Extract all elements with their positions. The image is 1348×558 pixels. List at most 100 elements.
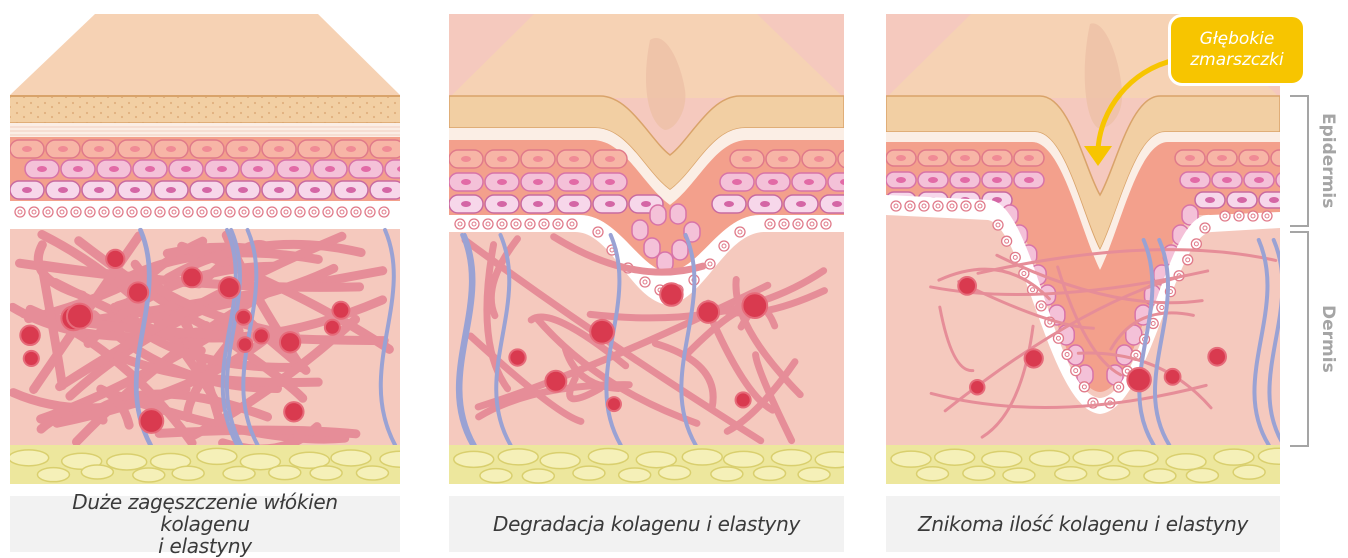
- basal-cell: [719, 241, 729, 251]
- fat-cell: [1003, 468, 1035, 482]
- cell-nucleus: [461, 179, 471, 185]
- cell-nucleus: [569, 156, 579, 162]
- cell-nucleus: [22, 146, 32, 152]
- skin-cell: [828, 173, 862, 191]
- cell-nucleus: [145, 166, 155, 172]
- fat-cell: [711, 467, 743, 481]
- fibroblast: [238, 337, 253, 352]
- basal-cell: [961, 201, 971, 211]
- cell-nucleus: [832, 201, 842, 207]
- caption-panel-1: Duże zagęszczenie włókien kolagenu i ela…: [10, 496, 400, 552]
- cell-nucleus: [1222, 177, 1232, 183]
- basal-cell: [309, 207, 319, 217]
- skin-cell: [632, 220, 648, 240]
- cell-nucleus: [1249, 155, 1259, 161]
- fibroblast: [1208, 348, 1226, 366]
- basal-cell: [141, 207, 151, 217]
- basal-cell: [225, 207, 235, 217]
- dermis-label: Dermis: [1314, 232, 1342, 446]
- basal-cell: [281, 207, 291, 217]
- fat-cell: [1073, 450, 1113, 466]
- basal-cell: [1002, 236, 1012, 246]
- basal-cell: [1183, 255, 1193, 265]
- cell-nucleus: [94, 146, 104, 152]
- cell-nucleus: [1254, 177, 1264, 183]
- basal-cell: [71, 207, 81, 217]
- caption-panel-1-line-1: Duże zagęszczenie włókien kolagenu: [24, 491, 386, 535]
- basal-cell: [705, 259, 715, 269]
- fibroblast: [509, 349, 525, 365]
- epidermis-bracket: [1290, 96, 1308, 226]
- collagen-fiber: [159, 430, 356, 434]
- cell-nucleus: [361, 166, 371, 172]
- basal-cell: [323, 207, 333, 217]
- cell-nucleus: [778, 156, 788, 162]
- cell-nucleus: [310, 187, 320, 193]
- fat-cell: [619, 468, 651, 482]
- cell-nucleus: [768, 179, 778, 185]
- basal-cell: [155, 207, 165, 217]
- cell-nucleus: [37, 166, 47, 172]
- cell-nucleus: [850, 156, 860, 162]
- basal-cell: [379, 207, 389, 217]
- basal-cell: [1262, 211, 1272, 221]
- fat-cell: [310, 466, 342, 480]
- basal-cell: [905, 201, 915, 211]
- skin-cell: [385, 160, 419, 178]
- fibroblast: [697, 301, 719, 323]
- basal-cell: [469, 219, 479, 229]
- basal-cell: [197, 207, 207, 217]
- fat-cell: [1214, 449, 1254, 465]
- cell-nucleus: [742, 156, 752, 162]
- cell-nucleus: [166, 146, 176, 152]
- cell-nucleus: [1217, 155, 1227, 161]
- cell-nucleus: [274, 187, 284, 193]
- cell-nucleus: [289, 166, 299, 172]
- cell-nucleus: [1190, 177, 1200, 183]
- fibroblast: [325, 320, 340, 335]
- fat-cell: [1186, 468, 1218, 482]
- basal-cell: [735, 227, 745, 237]
- basal-cell: [1200, 223, 1210, 233]
- epidermis-label: Epidermis: [1314, 96, 1342, 226]
- fat-cell: [573, 466, 605, 480]
- cell-nucleus: [130, 146, 140, 152]
- cell-nucleus: [109, 166, 119, 172]
- cell-nucleus: [928, 155, 938, 161]
- cell-nucleus: [1024, 177, 1034, 183]
- cell-nucleus: [760, 201, 770, 207]
- cell-nucleus: [202, 146, 212, 152]
- skin-cell: [672, 240, 688, 260]
- basal-cell: [1071, 366, 1081, 376]
- cell-nucleus: [1281, 155, 1291, 161]
- fibroblast: [20, 326, 40, 346]
- cell-nucleus: [253, 166, 263, 172]
- skin-cell: [838, 150, 872, 168]
- fat-cell: [771, 450, 811, 466]
- cell-nucleus: [461, 201, 471, 207]
- fat-cell: [172, 466, 204, 480]
- basal-cell: [295, 207, 305, 217]
- cell-nucleus: [533, 156, 543, 162]
- caption-panel-2: Degradacja kolagenu i elastyny: [449, 496, 844, 552]
- skin-cell: [650, 205, 666, 225]
- basal-cell: [43, 207, 53, 217]
- skin-cell: [1271, 150, 1301, 166]
- fat-cell: [197, 448, 237, 464]
- cell-nucleus: [928, 177, 938, 183]
- basal-cell: [183, 207, 193, 217]
- cell-nucleus: [346, 146, 356, 152]
- fibroblast: [590, 320, 614, 344]
- cell-nucleus: [497, 201, 507, 207]
- basal-cell: [975, 201, 985, 211]
- basal-cell: [239, 207, 249, 217]
- cell-nucleus: [397, 166, 407, 172]
- cell-nucleus: [497, 156, 507, 162]
- cell-nucleus: [58, 146, 68, 152]
- cell-nucleus: [641, 201, 651, 207]
- basal-cell: [127, 207, 137, 217]
- basal-cell: [640, 277, 650, 287]
- panel-2-skin: [449, 14, 881, 484]
- basal-cell: [1191, 239, 1201, 249]
